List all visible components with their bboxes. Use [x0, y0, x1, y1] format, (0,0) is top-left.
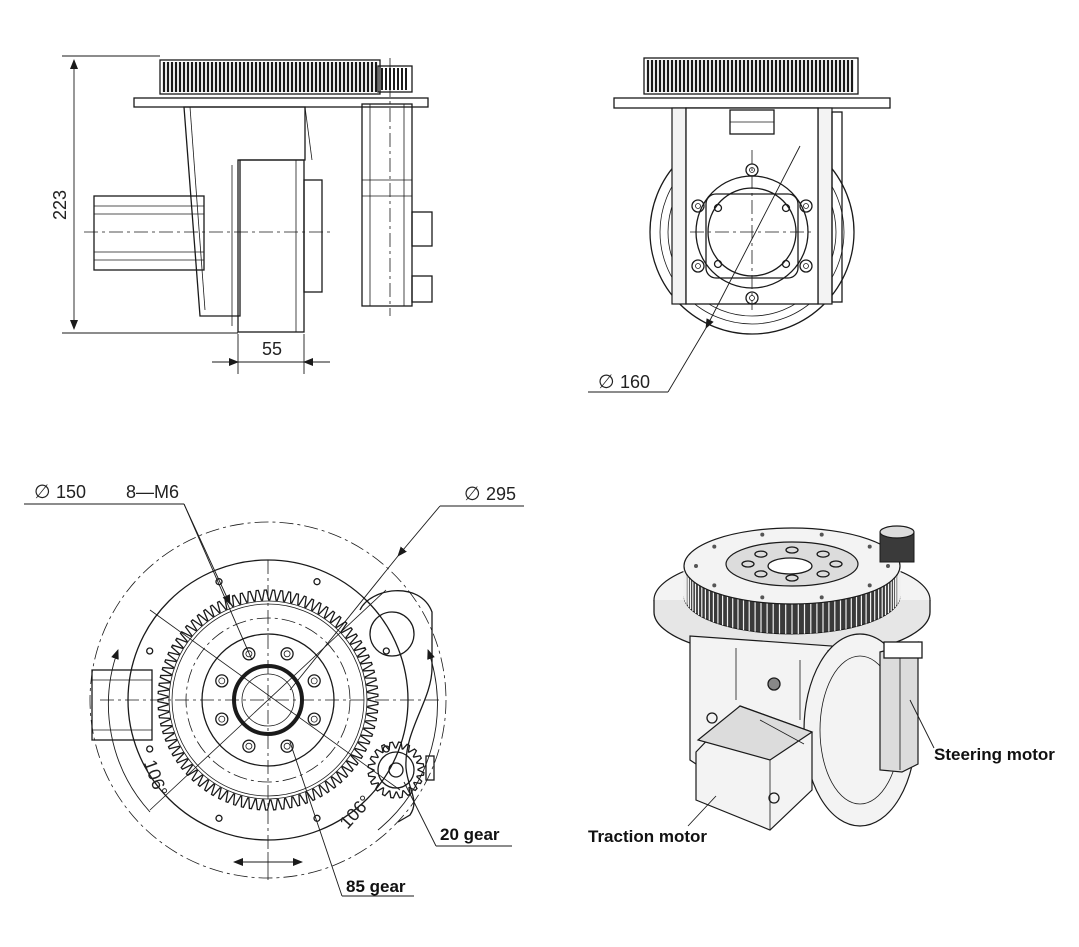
- large-gear-label: 85 gear: [346, 877, 406, 896]
- outer-diameter-label: 295: [486, 484, 516, 504]
- side-small-gear: [377, 65, 413, 93]
- top-traction-stub: [91, 669, 153, 741]
- side-gear-teeth: [162, 62, 378, 92]
- outer-diameter-symbol: ∅: [464, 483, 481, 505]
- side-connector-top: [411, 211, 433, 247]
- front-mount-plate: [613, 97, 891, 109]
- side-traction-motor: [93, 195, 205, 271]
- front-gear-teeth: [646, 60, 854, 92]
- traction-motor-label: Traction motor: [588, 827, 707, 846]
- bolt-circle-symbol: ∅: [34, 481, 51, 503]
- top-pinion-gear: [367, 741, 425, 799]
- iso-top-holes: [694, 532, 890, 600]
- width-dimension-label: 55: [262, 339, 282, 359]
- front-view: ∅ 160: [588, 57, 891, 393]
- right-angle-label: 106°: [336, 791, 376, 832]
- front-gear-ring: [643, 57, 859, 95]
- iso-steering-motor: [879, 641, 919, 773]
- iso-view: Steering motor Traction motor: [588, 525, 1055, 846]
- iso-gear-teeth: [683, 566, 901, 634]
- side-connector-bottom: [411, 275, 433, 303]
- side-small-gear-teeth: [381, 68, 407, 90]
- small-gear-label: 20 gear: [440, 825, 500, 844]
- steering-motor-label: Steering motor: [934, 745, 1055, 764]
- front-diameter-symbol: ∅: [598, 371, 615, 393]
- top-view: 106° 106° ∅ 150 8—M6 ∅ 295 20 gear 85 ge…: [24, 481, 524, 897]
- side-gear-ring: [159, 59, 381, 95]
- front-bracket-right: [817, 107, 833, 305]
- left-angle-label: 106°: [140, 757, 172, 799]
- bolt-circle-label: 150: [56, 482, 86, 502]
- side-wheel: [237, 159, 305, 333]
- front-bracket-left: [671, 107, 687, 305]
- side-mount-plate: [133, 97, 429, 108]
- side-steering-motor: [361, 103, 413, 307]
- top-bolt-holes: [215, 647, 321, 753]
- height-dimension-label: 223: [50, 190, 70, 220]
- top-outer-bolts: [146, 578, 390, 822]
- top-motor-hole: [369, 611, 415, 657]
- front-bolts: [691, 163, 813, 305]
- bolt-spec-label: 8—M6: [126, 482, 179, 502]
- side-bracket: [183, 106, 306, 317]
- front-diameter-label: 160: [620, 372, 650, 392]
- side-hub: [303, 179, 323, 293]
- side-view: 223 55: [50, 55, 433, 374]
